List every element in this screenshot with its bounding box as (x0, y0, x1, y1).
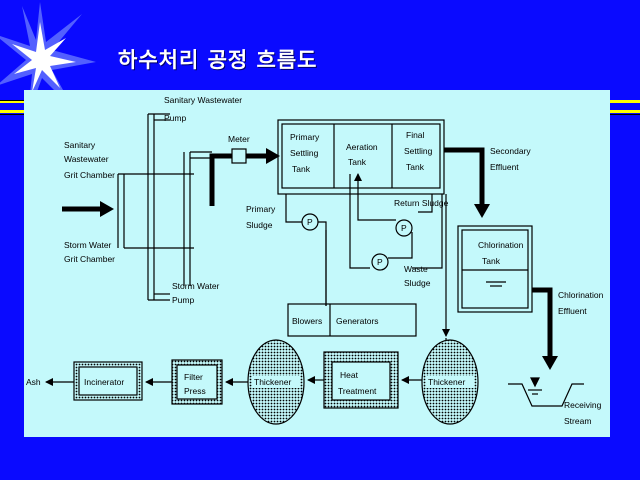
secondary-effluent-label-1: Secondary (490, 146, 531, 156)
diagram-panel: Sanitary Wastewater Pump Sanitary Wastew… (24, 90, 610, 437)
storm-water-label: Storm Water (64, 240, 112, 250)
secondary-effluent-bold-line (444, 147, 490, 218)
primary-sludge-pump (301, 213, 319, 231)
primary-tank-label-1: Primary (290, 132, 320, 142)
primary-sludge-label-1: Primary (246, 204, 276, 214)
secondary-effluent-label-2: Effluent (490, 162, 519, 172)
chlorination-effluent-label-1: Chlorination (558, 290, 604, 300)
filter-press-label-2: Press (184, 386, 206, 396)
treatment-tanks (277, 119, 445, 195)
sanitary-pump-label: Sanitary Wastewater (164, 95, 242, 105)
return-sludge-label: Return Sludge (394, 198, 449, 208)
pump-manifold (147, 113, 212, 301)
aeration-tank-label-1: Aeration (346, 142, 378, 152)
heat-treatment-label-2: Treatment (338, 386, 377, 396)
receiving-stream-label-2: Stream (564, 416, 591, 426)
meter-label: Meter (228, 134, 250, 144)
heat-treatment-box (323, 351, 399, 409)
right-thickener-label-bg (426, 376, 474, 388)
chlorination-tank (457, 225, 533, 313)
slide-title: 하수처리 공정 흐름도 (118, 48, 318, 72)
storm-pump-label: Storm Water (172, 281, 220, 291)
primary-tank-label-2: Settling (290, 148, 319, 158)
incinerator-box (73, 361, 143, 401)
aeration-tank-label-2: Tank (348, 157, 367, 167)
wastewater-inlet-label: Wastewater (64, 154, 109, 164)
final-tank-label-3: Tank (406, 162, 425, 172)
receiving-stream-label-1: Receiving (564, 400, 602, 410)
waste-sludge-pump (371, 253, 389, 271)
grit-chamber-top-label: Grit Chamber (64, 170, 115, 180)
final-tank-label-2: Settling (404, 146, 433, 156)
incinerator-label: Incinerator (84, 377, 124, 387)
star-burst-icon (0, 2, 96, 116)
filter-press-label-1: Filter (184, 372, 203, 382)
chlorination-tank-label-2: Tank (482, 256, 501, 266)
pump-top-label: Pump (164, 113, 186, 123)
sanitary-inlet-label: Sanitary (64, 140, 96, 150)
main-flow-bold-line (209, 148, 280, 206)
return-sludge-pump (395, 219, 413, 237)
waste-sludge-pump-p: P (377, 257, 383, 267)
generators-label: Generators (336, 316, 379, 326)
chlorination-effluent-label-2: Effluent (558, 306, 587, 316)
sludge-lines (285, 173, 450, 337)
final-tank-label-1: Final (406, 130, 425, 140)
inlet-bold-arrow (62, 201, 114, 217)
right-thickener-label: Thickener (428, 377, 465, 387)
return-sludge-pump-p: P (401, 223, 407, 233)
blowers-generators-box (287, 303, 417, 337)
heat-treatment-label-1: Heat (340, 370, 359, 380)
left-thickener-label: Thickener (254, 377, 291, 387)
slide-accent-stripes (0, 100, 640, 115)
primary-sludge-pump-p: P (307, 217, 313, 227)
grit-chamber-bottom-label: Grit Chamber (64, 254, 115, 264)
receiving-stream (508, 377, 584, 407)
grit-chamber-lines (117, 173, 194, 249)
waste-sludge-label-2: Sludge (404, 278, 431, 288)
meter-box (231, 148, 247, 164)
left-thickener-label-bg (252, 376, 300, 388)
sludge-process-arrows (45, 338, 447, 386)
ash-label: Ash (26, 377, 41, 387)
primary-tank-label-3: Tank (292, 164, 311, 174)
blowers-label: Blowers (292, 316, 322, 326)
pump-bottom-label: Pump (172, 295, 194, 305)
process-flow-diagram: Sanitary Wastewater Pump Sanitary Wastew… (26, 95, 604, 426)
waste-sludge-label-1: Waste (404, 264, 428, 274)
chlorination-effluent-bold-line (532, 287, 558, 370)
chlorination-tank-label-1: Chlorination (478, 240, 524, 250)
primary-sludge-label-2: Sludge (246, 220, 273, 230)
filter-press-box (171, 359, 223, 405)
